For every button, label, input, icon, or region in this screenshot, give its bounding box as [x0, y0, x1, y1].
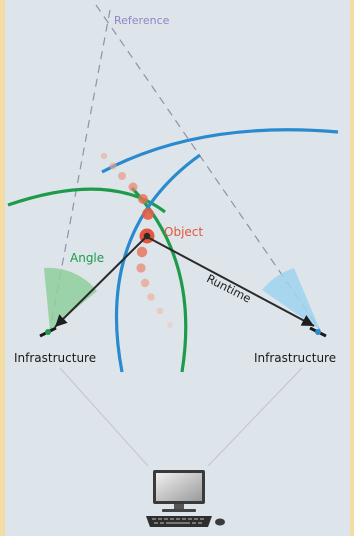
runtime-arc-blue-2 — [114, 153, 201, 373]
angle-wedge-right — [262, 268, 320, 330]
runtime-label: Runtime — [204, 271, 253, 305]
desktop-computer-icon — [146, 470, 225, 527]
runtime-arrow-line — [148, 237, 315, 327]
runtime-arc-blue-1 — [101, 128, 339, 174]
reference-label: Reference — [114, 14, 170, 27]
angle-wedge-left — [44, 267, 97, 330]
infrastructure-left-label: Infrastructure — [14, 351, 96, 365]
object-label: Object — [164, 225, 203, 239]
angle-label: Angle — [70, 251, 104, 265]
angle-arc-green-2 — [130, 186, 188, 373]
antenna-icon — [309, 326, 327, 338]
infrastructure-right-label: Infrastructure — [254, 351, 336, 365]
link-line-left — [59, 367, 149, 467]
object-trail — [100, 152, 173, 328]
antenna-icon — [39, 326, 57, 338]
link-line-right — [207, 367, 303, 467]
angle-arrow-line — [54, 237, 146, 328]
